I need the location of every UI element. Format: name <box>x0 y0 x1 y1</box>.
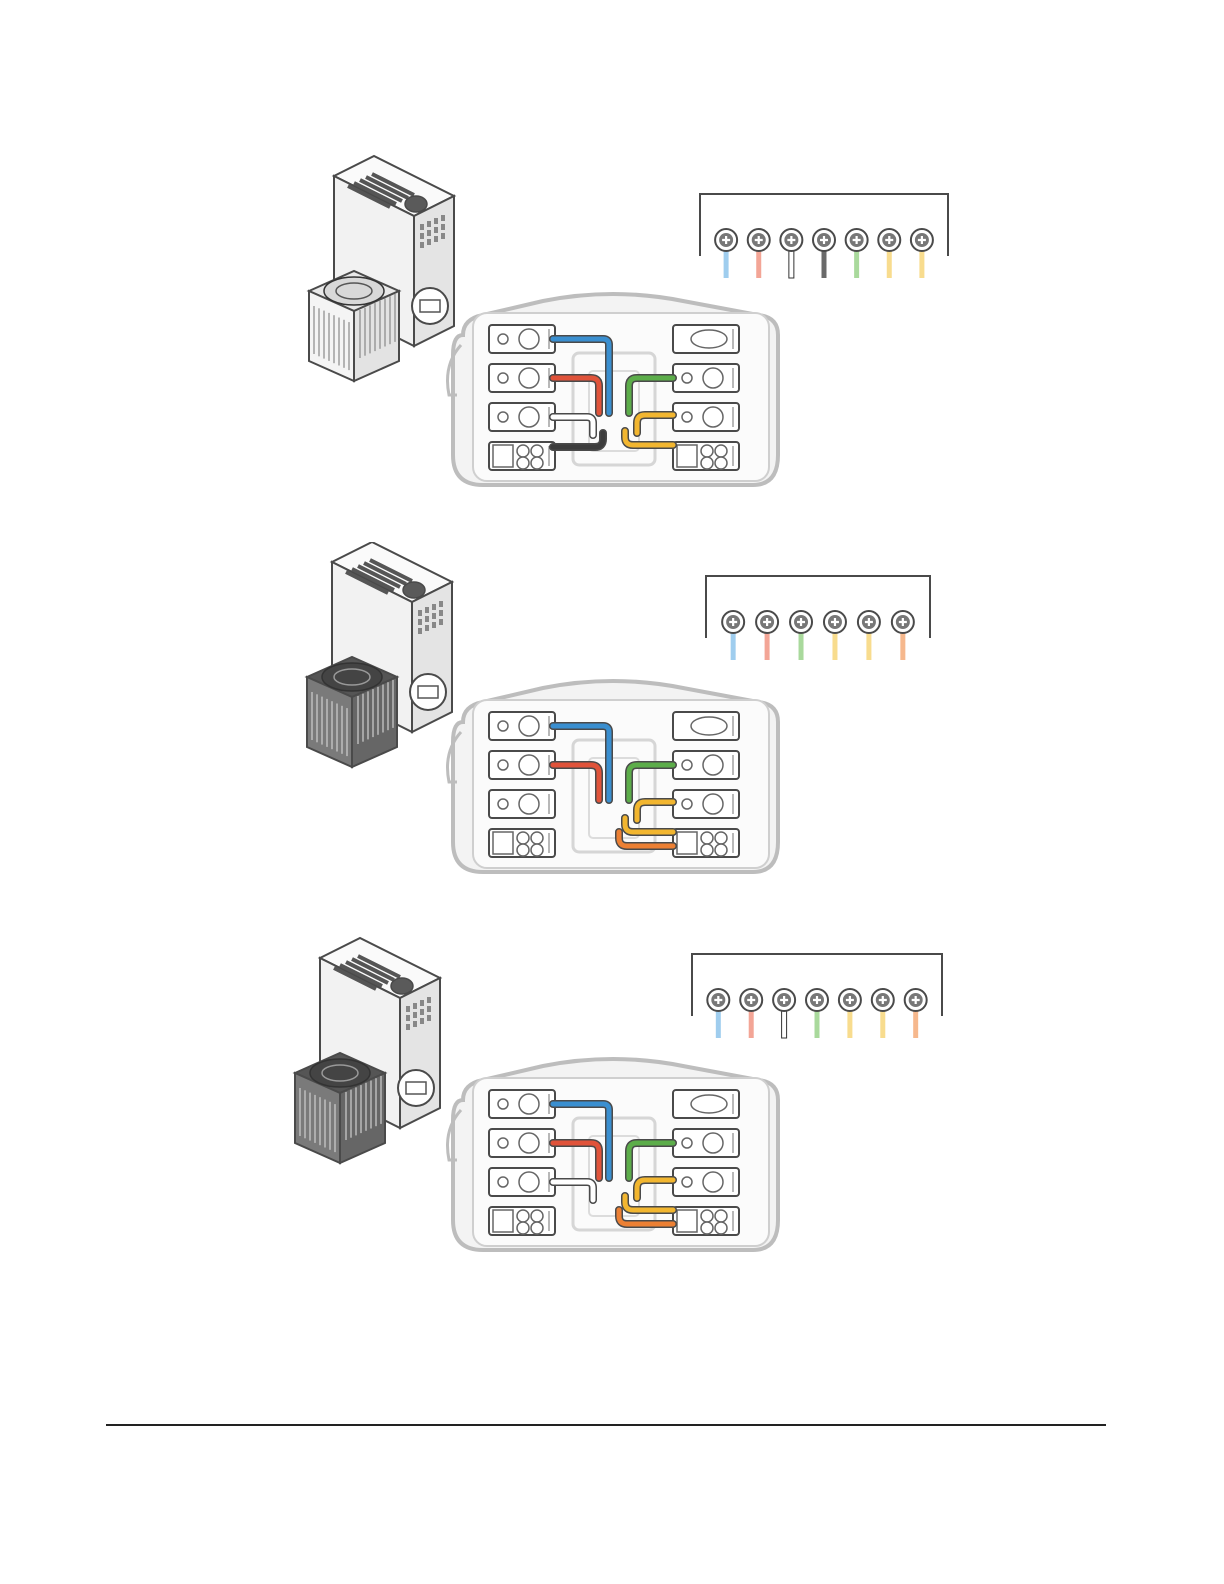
terminal-wire-red <box>749 1008 754 1038</box>
page-divider-line <box>106 1424 1106 1426</box>
wiring-diagram-1-svg <box>0 150 1224 550</box>
terminal-wire-green <box>799 630 804 660</box>
terminal-wire-white <box>782 1008 787 1038</box>
terminal-wire-yellow <box>919 248 924 278</box>
wiring-diagram-1 <box>0 150 1224 550</box>
terminal-wire-orange <box>913 1008 918 1038</box>
terminal-strip <box>700 194 948 278</box>
hvac-units-icon <box>295 938 440 1163</box>
hvac-units-icon <box>309 156 454 381</box>
condenser-icon <box>309 271 399 381</box>
terminal-wire-yellow <box>887 248 892 278</box>
terminal-wire-blue <box>724 248 729 278</box>
terminal-wire-yellow <box>832 630 837 660</box>
terminal-wire-yellow <box>880 1008 885 1038</box>
terminal-strip <box>706 576 930 660</box>
wiring-diagram-3-svg <box>0 932 1224 1332</box>
terminal-wire-yellow <box>866 630 871 660</box>
condenser-icon <box>307 657 397 767</box>
terminal-wire-white <box>789 248 794 278</box>
terminal-wire-yellow <box>847 1008 852 1038</box>
terminal-wire-green <box>854 248 859 278</box>
wiring-diagram-2 <box>0 542 1224 942</box>
wiring-diagram-3 <box>0 932 1224 1332</box>
terminal-wire-orange <box>900 630 905 660</box>
terminal-wire-black <box>822 248 827 278</box>
wiring-diagram-2-svg <box>0 542 1224 942</box>
condenser-icon <box>295 1053 385 1163</box>
thermostat-base-plate <box>448 1059 779 1250</box>
thermostat-base-plate <box>448 294 779 485</box>
terminal-strip <box>692 954 942 1038</box>
terminal-wire-green <box>815 1008 820 1038</box>
thermostat-base-plate <box>448 681 779 872</box>
terminal-wire-blue <box>716 1008 721 1038</box>
terminal-wire-red <box>765 630 770 660</box>
hvac-units-icon <box>307 542 452 767</box>
terminal-wire-blue <box>731 630 736 660</box>
terminal-wire-red <box>756 248 761 278</box>
